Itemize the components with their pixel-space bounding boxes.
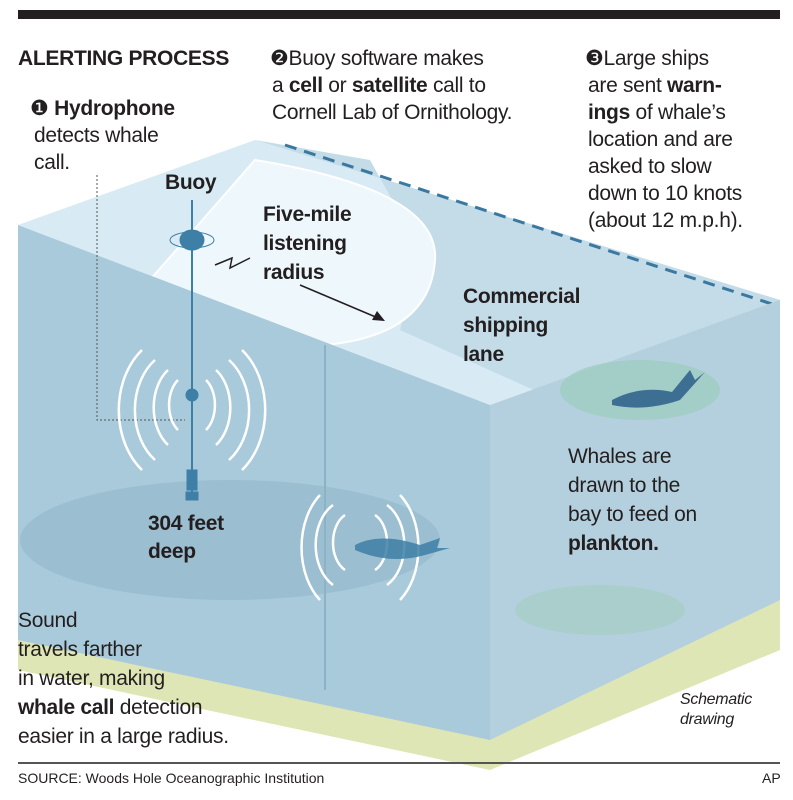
step-2-line1: ❷Buoy software makes (270, 46, 484, 72)
step-3-line1: ❸Large ships (585, 47, 709, 70)
top-rule (18, 10, 780, 19)
step-2-line2: a cell or satellite call to (272, 74, 486, 97)
radius-floor (20, 480, 440, 600)
step-text: Buoy software makes (288, 47, 484, 70)
step-3-line5: asked to slow (588, 155, 712, 178)
title: ALERTING PROCESS (18, 47, 230, 70)
step-2-line3: Cornell Lab of Ornithology. (272, 101, 513, 124)
plankton-patch (560, 360, 720, 420)
step-3-line4: location and are (588, 128, 733, 151)
arrowhead-icon (372, 311, 385, 321)
plankton-patch (515, 585, 685, 635)
source-credit: SOURCE: Woods Hole Oceanographic Institu… (18, 770, 325, 786)
step-1-text: detects whale (34, 124, 159, 147)
step-number: ❸ (585, 47, 604, 70)
step-number: ❶ (30, 97, 49, 120)
listening-radius-area (148, 158, 437, 347)
step-1: ❶ Hydrophone (30, 96, 175, 122)
radius-arrow (299, 284, 379, 319)
whale-icon (355, 538, 450, 559)
step-3-line3: ings of whale’s (588, 101, 726, 124)
agency-credit: AP (762, 770, 781, 786)
signal-zigzag-icon (214, 256, 251, 270)
step-number: ❷ (270, 47, 289, 70)
whale-icon (612, 370, 705, 408)
buoy-icon (169, 200, 215, 501)
step-1-text2: call. (34, 151, 70, 174)
hydrophone-leader (96, 175, 185, 421)
step-3-line6: down to 10 knots (588, 182, 742, 205)
step-3-line2: are sent warn- (588, 74, 722, 97)
step-3-line7: (about 12 m.p.h). (588, 209, 743, 232)
shipping-lane-line (284, 143, 776, 307)
shipping-lane-band (255, 140, 780, 395)
step-bold: Hydrophone (54, 97, 175, 120)
buoy-label: Buoy (165, 171, 217, 194)
